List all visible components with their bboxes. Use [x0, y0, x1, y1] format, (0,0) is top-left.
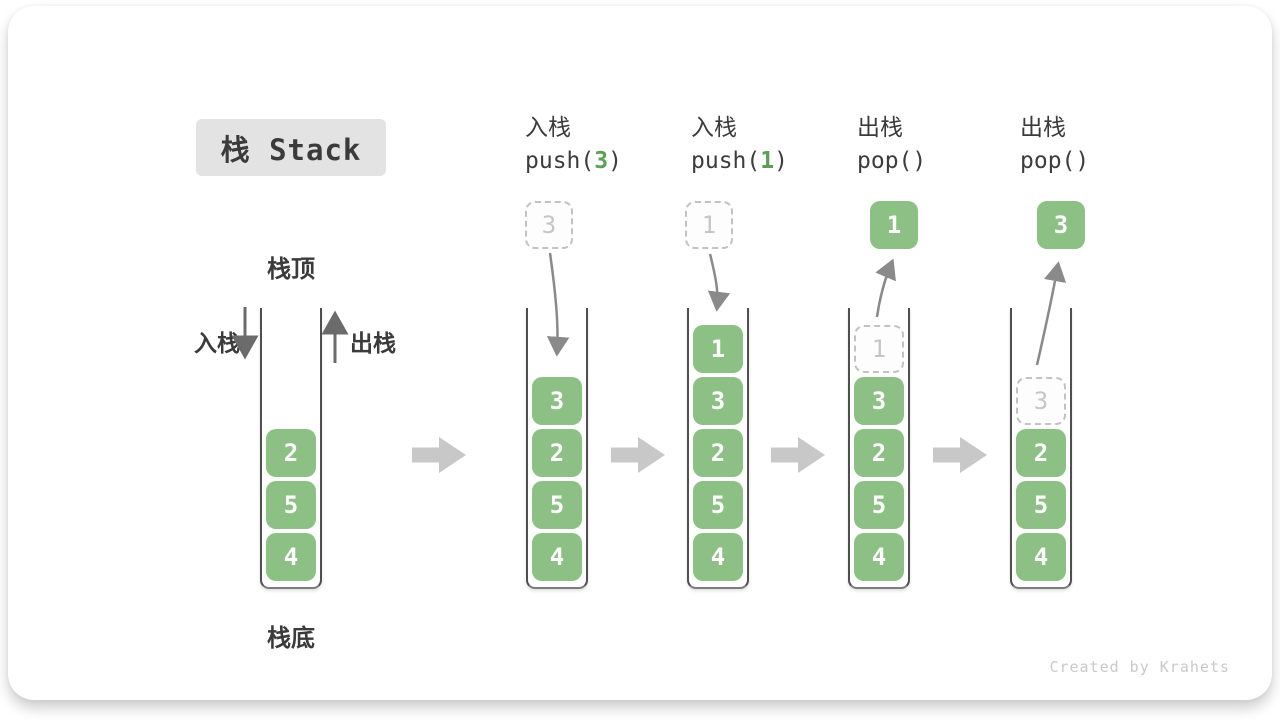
transition-arrow-icon [611, 437, 665, 473]
pop-side-label: 出栈 [350, 330, 396, 356]
floating-value-box-push-1: 1 [685, 201, 733, 249]
op-action-label: 出栈 [857, 114, 903, 140]
stack-cell: 4 [532, 533, 582, 581]
op-label-push-1: 入栈 push(1) [691, 110, 788, 178]
op-call-label: push(3) [525, 144, 622, 178]
title-badge-label: 栈 Stack [220, 132, 362, 167]
transition-arrow-icon [771, 437, 825, 473]
op-label-push-3: 入栈 push(3) [525, 110, 622, 178]
op-call-label: pop() [857, 144, 926, 178]
floating-value-box-pop-1: 1 [870, 201, 918, 249]
op-call-arg: 3 [594, 148, 609, 174]
stack-cell-ghost: 1 [854, 325, 904, 373]
transition-arrow-icon [412, 437, 466, 473]
op-call-label: push(1) [691, 144, 788, 178]
stack-cell: 5 [854, 481, 904, 529]
title-badge: 栈 Stack [196, 119, 386, 176]
op-call-label: pop() [1020, 144, 1089, 178]
op-label-pop-3: 出栈 pop() [1020, 110, 1089, 178]
op-action-label: 入栈 [691, 114, 737, 140]
floating-value-box-push-3: 3 [525, 201, 573, 249]
stack-cell: 5 [1016, 481, 1066, 529]
op-call-suffix: ) [912, 148, 927, 174]
stack-cell: 2 [854, 429, 904, 477]
op-call-prefix: push( [525, 148, 595, 174]
stack-cell: 3 [854, 377, 904, 425]
stack-cell: 2 [693, 429, 743, 477]
stack-top-label: 栈顶 [267, 256, 315, 283]
op-call-suffix: ) [608, 148, 622, 174]
stack-cell: 4 [854, 533, 904, 581]
stack-cell: 2 [532, 429, 582, 477]
push-side-label: 入栈 [194, 330, 240, 356]
op-action-label: 入栈 [525, 114, 571, 140]
op-call-prefix: pop( [1020, 148, 1076, 174]
stack-cell: 4 [1016, 533, 1066, 581]
floating-value-box-pop-3: 3 [1037, 201, 1085, 249]
op-label-pop-1: 出栈 pop() [857, 110, 926, 178]
stack-cell: 1 [693, 325, 743, 373]
op-call-suffix: ) [774, 148, 788, 174]
stack-cell: 4 [266, 533, 316, 581]
stack-cell: 2 [1016, 429, 1066, 477]
stack-cell: 5 [532, 481, 582, 529]
stack-cell: 3 [693, 377, 743, 425]
watermark: Created by Krahets [1049, 658, 1230, 676]
stack-cell: 5 [266, 481, 316, 529]
transition-arrow-icon [933, 437, 987, 473]
op-call-suffix: ) [1075, 148, 1090, 174]
stack-cell: 2 [266, 429, 316, 477]
push-1-arrow-icon [707, 253, 731, 312]
op-call-prefix: pop( [857, 148, 913, 174]
op-action-label: 出栈 [1020, 114, 1066, 140]
stack-bottom-label: 栈底 [267, 625, 315, 652]
stack-cell: 5 [693, 481, 743, 529]
stack-cell: 4 [693, 533, 743, 581]
op-call-arg: 1 [760, 148, 775, 174]
stack-cell-ghost: 3 [1016, 377, 1066, 425]
op-call-prefix: push( [691, 148, 761, 174]
stack-cell: 3 [532, 377, 582, 425]
